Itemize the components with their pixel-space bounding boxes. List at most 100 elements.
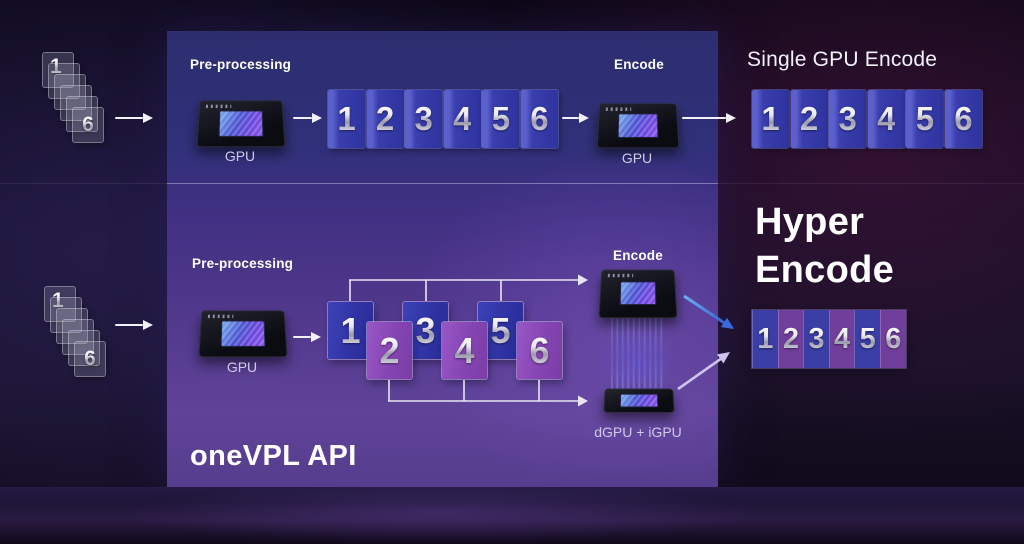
chip-screen xyxy=(617,113,659,138)
frame-tile: 3 xyxy=(803,310,829,368)
frame-card xyxy=(69,331,99,365)
frame-tile: 6 xyxy=(879,310,906,368)
frame-tile-even: 6 xyxy=(517,322,562,379)
frame-tile: 6 xyxy=(944,90,982,148)
frame-number: 5 xyxy=(859,322,876,355)
frame-tile-even: 2 xyxy=(367,322,412,379)
frame-card: 1 xyxy=(45,287,75,321)
frame-tile: 3 xyxy=(405,90,443,148)
section-divider xyxy=(167,183,718,184)
frame-number: 2 xyxy=(379,329,400,371)
frame-number: 1 xyxy=(757,322,774,355)
frame-number: 4 xyxy=(834,322,851,355)
frame-card xyxy=(49,64,79,98)
dgpu-chip xyxy=(598,269,678,319)
frame-number: 3 xyxy=(415,309,436,351)
frame-number: 6 xyxy=(82,113,94,136)
frame-tile: 5 xyxy=(906,90,944,148)
chip-pins xyxy=(607,273,634,278)
chip-screen xyxy=(619,393,659,408)
top-preprocess-chip-label: GPU xyxy=(224,148,256,164)
frame-number: 6 xyxy=(885,322,902,355)
frame-tile: 2 xyxy=(777,310,804,368)
chip-screen xyxy=(619,281,657,305)
frame-number: 3 xyxy=(838,100,857,137)
arrow-right-icon xyxy=(562,112,589,124)
chip-screen xyxy=(218,110,264,137)
frame-number: 6 xyxy=(84,347,96,370)
frame-tile: 1 xyxy=(752,90,789,148)
dgpu-arrowhead-icon xyxy=(720,317,734,329)
frame-number: 5 xyxy=(491,100,511,137)
frame-card xyxy=(67,97,97,131)
frame-number: 5 xyxy=(490,309,511,351)
frame-card xyxy=(61,86,91,120)
chip-pins xyxy=(207,314,234,319)
hyper-title-line2: Encode xyxy=(755,249,895,291)
igpu-arrowhead-icon xyxy=(716,352,730,364)
frame-number: 3 xyxy=(414,100,433,137)
chip-screen xyxy=(220,320,266,347)
top-encode-chip-label: GPU xyxy=(621,150,653,166)
arrow-right-icon xyxy=(682,112,736,124)
frame-tile: 2 xyxy=(790,90,828,148)
frame-number: 1 xyxy=(52,289,64,312)
frame-number: 2 xyxy=(782,322,799,355)
frame-tile-odd: 5 xyxy=(478,302,523,359)
frame-number: 6 xyxy=(954,100,973,137)
frame-number: 1 xyxy=(761,100,780,137)
top-preprocessing-label: Pre-processing xyxy=(190,57,292,72)
floor-reflection xyxy=(0,487,1024,544)
single-gpu-output-strip: 1 2 3 4 5 6 xyxy=(752,90,984,148)
frame-number: 1 xyxy=(337,100,356,137)
top-input-frame-stack: 1 6 xyxy=(43,53,135,145)
frame-card xyxy=(55,75,85,109)
frame-number: 3 xyxy=(808,322,825,355)
bottom-encode-chip-label: dGPU + iGPU xyxy=(594,424,682,440)
arrow-right-icon xyxy=(115,112,153,124)
single-gpu-encode-title: Single GPU Encode xyxy=(747,48,938,71)
frame-number: 6 xyxy=(530,100,549,137)
frame-tile: 5 xyxy=(482,90,520,148)
light-stream xyxy=(611,312,665,392)
frame-tile: 4 xyxy=(828,310,855,368)
frame-tile: 1 xyxy=(752,310,778,368)
frame-tile-odd: 1 xyxy=(328,302,373,359)
frame-tile: 4 xyxy=(867,90,905,148)
frame-number: 1 xyxy=(50,55,62,78)
arrow-right-icon xyxy=(293,112,322,124)
section-divider-faint xyxy=(0,183,1024,184)
frame-card xyxy=(51,298,81,332)
frame-card: 6 xyxy=(73,108,103,142)
frame-tile: 4 xyxy=(443,90,481,148)
frame-number: 4 xyxy=(453,100,472,137)
frame-number: 6 xyxy=(529,329,550,371)
chip-pins xyxy=(205,104,232,109)
encode-gpu-chip xyxy=(596,103,680,149)
frame-card: 1 xyxy=(43,53,73,87)
frame-number: 4 xyxy=(454,329,475,371)
frame-number: 4 xyxy=(877,100,896,137)
frame-number: 1 xyxy=(340,309,361,351)
gpu-chip xyxy=(198,310,288,358)
hyper-output-strip: 1 2 3 4 5 6 xyxy=(752,310,906,368)
frame-tile-even: 4 xyxy=(442,322,487,379)
gpu-chip xyxy=(196,100,286,148)
bottom-encode-label: Encode xyxy=(613,248,663,263)
hyper-encode-title: Hyper Encode xyxy=(755,198,894,294)
arrow-right-icon xyxy=(293,331,321,343)
bottom-preprocess-chip-label: GPU xyxy=(226,359,258,375)
frame-number: 5 xyxy=(915,100,935,137)
frame-card xyxy=(57,309,87,343)
chip-pins xyxy=(605,107,632,111)
frame-tile: 1 xyxy=(328,90,365,148)
top-frame-strip: 1 2 3 4 5 6 xyxy=(328,90,560,148)
frame-tile: 6 xyxy=(520,90,558,148)
bottom-input-frame-stack: 1 6 xyxy=(45,287,137,379)
top-encode-label: Encode xyxy=(614,57,664,72)
frame-tile: 5 xyxy=(854,310,880,368)
frame-tile: 3 xyxy=(829,90,867,148)
frame-tile: 2 xyxy=(366,90,404,148)
bottom-preprocessing-label: Pre-processing xyxy=(192,256,294,271)
